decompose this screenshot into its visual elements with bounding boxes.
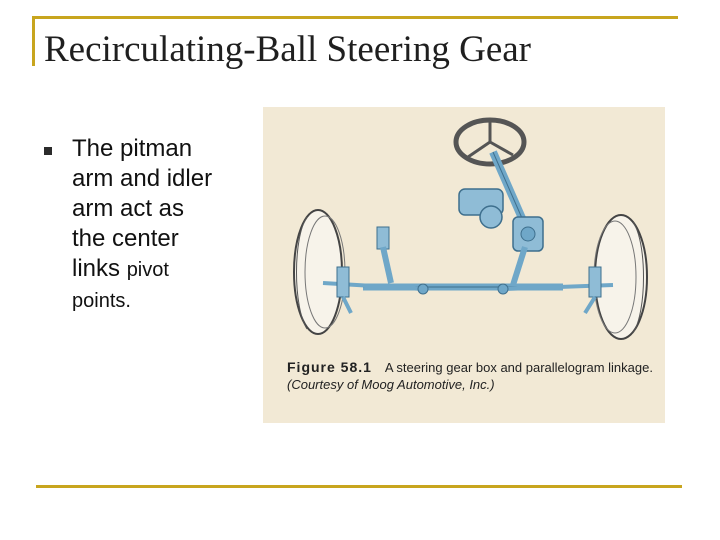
figure-caption: Figure 58.1 A steering gear box and para… bbox=[287, 359, 657, 393]
left-rule bbox=[32, 16, 35, 66]
left-tire bbox=[293, 209, 346, 335]
right-tire bbox=[593, 214, 648, 340]
slide-title: Recirculating-Ball Steering Gear bbox=[44, 29, 531, 70]
figure-credit: (Courtesy of Moog Automotive, Inc.) bbox=[287, 377, 495, 392]
idler-arm bbox=[376, 226, 394, 284]
steering-figure: Figure 58.1 A steering gear box and para… bbox=[263, 107, 665, 423]
bullet-main-text: The pitman arm and idler arm act as the … bbox=[72, 135, 213, 282]
pitman-arm bbox=[510, 246, 528, 286]
left-tie-rod-end bbox=[417, 283, 429, 295]
steering-linkage-illustration bbox=[293, 117, 648, 340]
figure-caption-text: A steering gear box and parallelogram li… bbox=[384, 360, 653, 375]
bottom-rule bbox=[36, 485, 682, 488]
steering-column-edge bbox=[492, 151, 526, 226]
figure-label: Figure 58.1 bbox=[287, 359, 372, 375]
bullet-square-icon bbox=[44, 147, 52, 155]
steering-gear-box bbox=[458, 188, 544, 252]
top-rule bbox=[32, 16, 678, 19]
steering-wheel bbox=[453, 117, 527, 167]
right-steering-knuckle bbox=[583, 266, 602, 315]
right-tie-rod-end bbox=[497, 283, 509, 295]
left-steering-knuckle bbox=[336, 266, 353, 314]
bullet-text: The pitman arm and idler arm act as the … bbox=[72, 134, 222, 316]
bullet-tail-text: pivot points. bbox=[72, 259, 169, 312]
